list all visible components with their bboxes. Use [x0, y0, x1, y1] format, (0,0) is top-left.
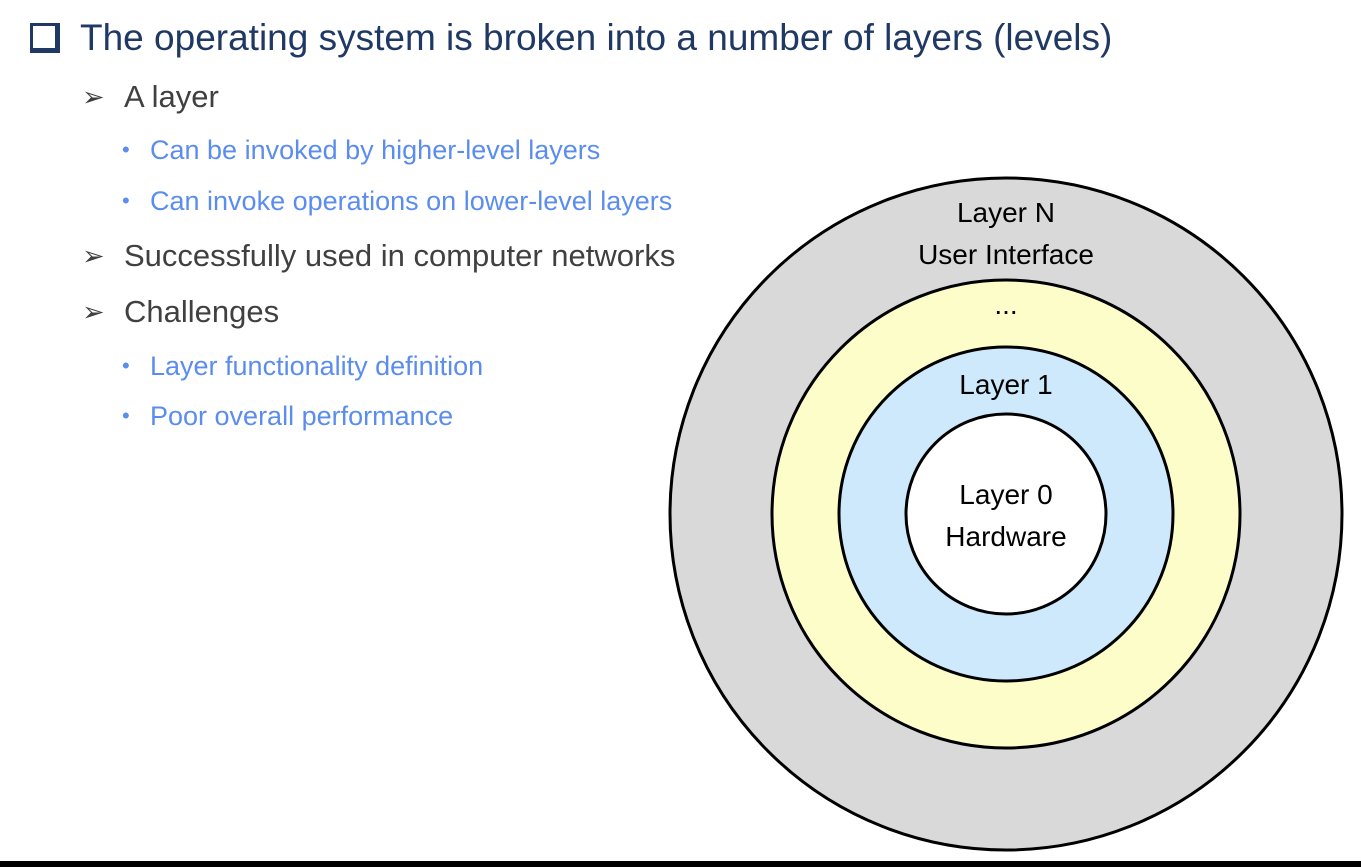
sub-bullet-text: Layer functionality definition — [150, 350, 484, 381]
sub-bullet-item: • Poor overall performance — [122, 398, 453, 434]
slide-title: The operating system is broken into a nu… — [80, 17, 1113, 58]
layer-0-sublabel: Hardware — [945, 521, 1066, 552]
dot-bullet-icon: • — [122, 403, 130, 428]
arrow-bullet-icon: ➢ — [82, 240, 105, 271]
slide-title-row: The operating system is broken into a nu… — [30, 14, 1112, 62]
ellipsis-label: ... — [994, 289, 1017, 320]
arrow-bullet-icon: ➢ — [82, 81, 105, 112]
dot-bullet-icon: • — [122, 188, 130, 213]
dot-bullet-icon: • — [122, 137, 130, 162]
sub-bullet-text: Poor overall performance — [150, 400, 454, 431]
bullet-item: ➢ Challenges — [82, 292, 279, 332]
checkbox-icon — [30, 23, 60, 53]
sub-bullet-item: • Can invoke operations on lower-level l… — [122, 183, 672, 219]
bottom-border — [0, 861, 1361, 867]
bullet-item: ➢ A layer — [82, 77, 219, 117]
layer-0-label: Layer 0 — [959, 479, 1052, 510]
bullet-text: Successfully used in computer networks — [124, 238, 676, 273]
arrow-bullet-icon: ➢ — [82, 296, 105, 327]
bullet-item: ➢ Successfully used in computer networks — [82, 236, 675, 276]
layer-1-label: Layer 1 — [959, 369, 1052, 400]
sub-bullet-item: • Layer functionality definition — [122, 348, 483, 384]
sub-bullet-text: Can be invoked by higher-level layers — [150, 134, 601, 165]
sub-bullet-text: Can invoke operations on lower-level lay… — [150, 185, 673, 216]
bullet-text: Challenges — [124, 294, 280, 329]
layer-n-sublabel: User Interface — [918, 239, 1094, 270]
bullet-text: A layer — [124, 79, 219, 114]
dot-bullet-icon: • — [122, 353, 130, 378]
sub-bullet-item: • Can be invoked by higher-level layers — [122, 132, 600, 168]
ring-layer-0 — [904, 412, 1108, 616]
layer-n-label: Layer N — [957, 197, 1055, 228]
